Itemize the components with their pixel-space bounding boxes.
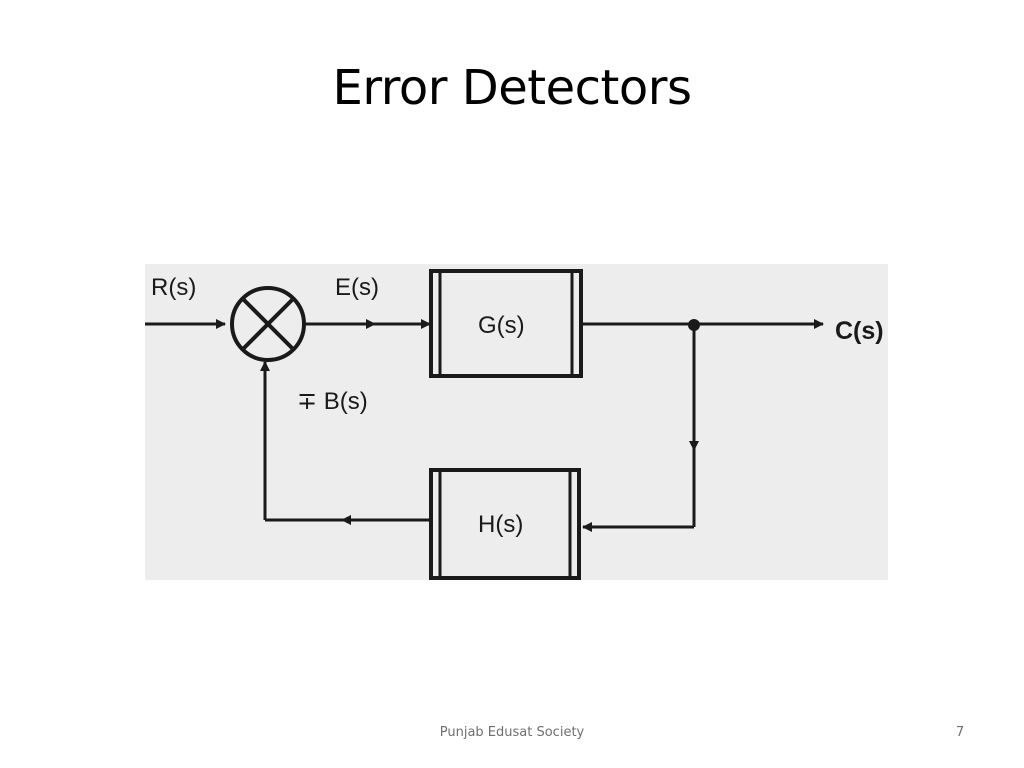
output-signal-label: C(s) bbox=[835, 317, 884, 345]
feedback-signal-label: ∓ B(s) bbox=[297, 388, 368, 415]
block-diagram-svg: R(s) E(s) G(s) C(s) ∓ B(s) H(s) bbox=[145, 269, 884, 580]
block-diagram: R(s) E(s) G(s) C(s) ∓ B(s) H(s) bbox=[145, 264, 888, 580]
footer-organization: Punjab Edusat Society bbox=[439, 725, 585, 740]
feedback-block-label: H(s) bbox=[478, 511, 523, 538]
feedback-block bbox=[429, 468, 581, 580]
error-signal-label: E(s) bbox=[335, 274, 379, 301]
forward-block-label: G(s) bbox=[478, 312, 525, 339]
slide-title: Error Detectors bbox=[332, 60, 692, 116]
input-signal-label: R(s) bbox=[151, 274, 196, 301]
summing-junction bbox=[230, 286, 306, 362]
forward-block bbox=[429, 269, 583, 378]
page-number: 7 bbox=[955, 725, 965, 740]
